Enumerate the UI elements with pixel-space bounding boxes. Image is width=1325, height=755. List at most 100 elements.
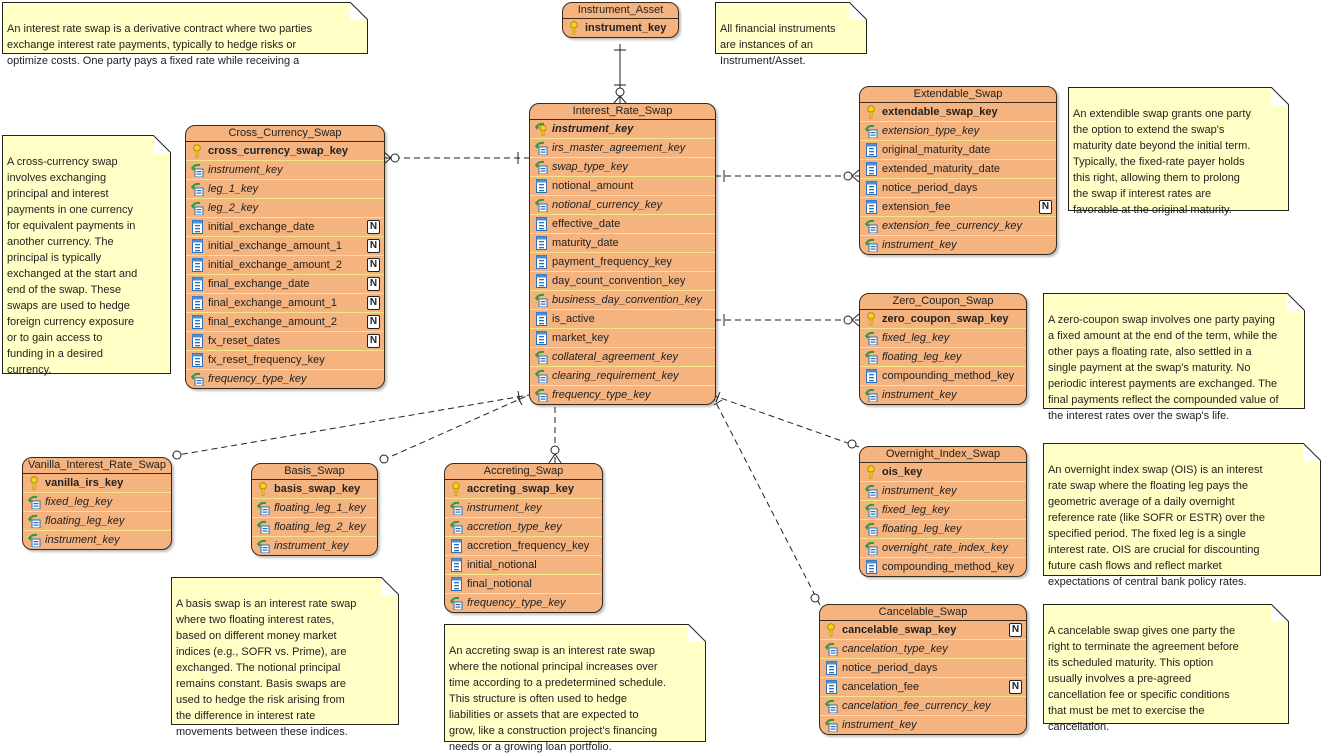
entity-column[interactable]: overnight_rate_index_key [860,539,1026,558]
entity-column[interactable]: notice_period_days [820,659,1026,678]
entity-column[interactable]: vanilla_irs_key [23,474,171,493]
entity-column[interactable]: frequency_type_key [186,370,384,388]
entity-column[interactable]: notional_amount [530,177,715,196]
entity-column[interactable]: extended_maturity_date [860,160,1056,179]
entity-column[interactable]: final_notional [445,575,602,594]
entity-column[interactable]: effective_date [530,215,715,234]
entity-column[interactable]: floating_leg_key [860,348,1026,367]
entity-column[interactable]: instrument_key [860,482,1026,501]
entity-column[interactable]: collateral_agreement_key [530,348,715,367]
entity-column[interactable]: extendable_swap_key [860,103,1056,122]
entity-column[interactable]: fx_reset_frequency_key [186,351,384,370]
entity-column[interactable]: instrument_key [445,499,602,518]
entity-column[interactable]: notice_period_days [860,179,1056,198]
entity-column[interactable]: business_day_convention_key [530,291,715,310]
entity-column[interactable]: basis_swap_key [252,480,377,499]
entity-column[interactable]: instrument_key [860,386,1026,404]
entity-column[interactable]: floating_leg_1_key [252,499,377,518]
entity-column[interactable]: maturity_date [530,234,715,253]
entity-column[interactable]: market_key [530,329,715,348]
entity-column[interactable]: instrument_key [530,120,715,139]
column-icon [865,162,878,176]
entity-column[interactable]: floating_leg_key [23,512,171,531]
entity-column[interactable]: fixed_leg_key [860,501,1026,520]
foreign-key-icon [535,198,548,213]
entity-column[interactable]: compounding_method_key [860,367,1026,386]
entity-column[interactable]: swap_type_key [530,158,715,177]
foreign-key-icon [865,484,878,499]
entity-column[interactable]: floating_leg_key [860,520,1026,539]
entity-column[interactable]: original_maturity_date [860,141,1056,160]
entity-column[interactable]: extension_type_key [860,122,1056,141]
entity-title: Cancelable_Swap [820,605,1026,621]
column-icon [191,296,204,310]
entity-column[interactable]: notional_currency_key [530,196,715,215]
note-instrument-asset: All financial instruments are instances … [715,2,867,67]
entity-column[interactable]: clearing_requirement_key [530,367,715,386]
column-name: fixed_leg_key [45,496,113,508]
entity-column[interactable]: instrument_key [820,716,1026,734]
entity-column[interactable]: accretion_type_key [445,518,602,537]
column-icon [865,143,878,157]
entity-column[interactable]: instrument_key [860,236,1056,254]
note-fold-icon [350,2,368,20]
entity-column[interactable]: frequency_type_key [530,386,715,404]
note-overnight-index-swap: An overnight index swap (OIS) is an inte… [1043,443,1321,588]
note-fold-icon [1271,87,1289,105]
entity-column[interactable]: cancelation_type_key [820,640,1026,659]
entity-column[interactable]: ois_key [860,463,1026,482]
foreign-key-icon [257,520,270,535]
entity-column[interactable]: day_count_convention_key [530,272,715,291]
entity-column[interactable]: leg_1_key [186,180,384,199]
entity-column[interactable]: fixed_leg_key [23,493,171,512]
foreign-key-icon [865,503,878,518]
entity-column[interactable]: fixed_leg_key [860,329,1026,348]
entity-column[interactable]: frequency_type_key [445,594,602,612]
entity-column[interactable]: zero_coupon_swap_key [860,310,1026,329]
entity-column[interactable]: payment_frequency_key [530,253,715,272]
entity-column[interactable]: leg_2_key [186,199,384,218]
entity-column[interactable]: instrument_key [23,531,171,549]
foreign-key-icon [865,219,878,234]
entity-column[interactable]: irs_master_agreement_key [530,139,715,158]
entity-column[interactable]: accreting_swap_key [445,480,602,499]
entity-column[interactable]: is_active [530,310,715,329]
entity-column[interactable]: instrument_key [186,161,384,180]
entity-column[interactable]: compounding_method_key [860,558,1026,576]
primary-key-icon [191,144,204,158]
entity-column[interactable]: instrument_key [252,537,377,555]
entity-column[interactable]: instrument_key [563,19,678,37]
entity-column[interactable]: extension_fee_currency_key [860,217,1056,236]
column-name: cancelable_swap_key [842,624,957,636]
entity-column[interactable]: accretion_frequency_key [445,537,602,556]
column-name: final_notional [467,578,532,590]
entity-column[interactable]: cancelation_fee_currency_key [820,697,1026,716]
entity-column[interactable]: floating_leg_2_key [252,518,377,537]
column-name: frequency_type_key [467,597,566,609]
entity-column[interactable]: cross_currency_swap_key [186,142,384,161]
column-icon [535,274,548,288]
column-icon [535,217,548,231]
entity-column[interactable]: initial_notional [445,556,602,575]
column-name: accretion_frequency_key [467,540,590,552]
